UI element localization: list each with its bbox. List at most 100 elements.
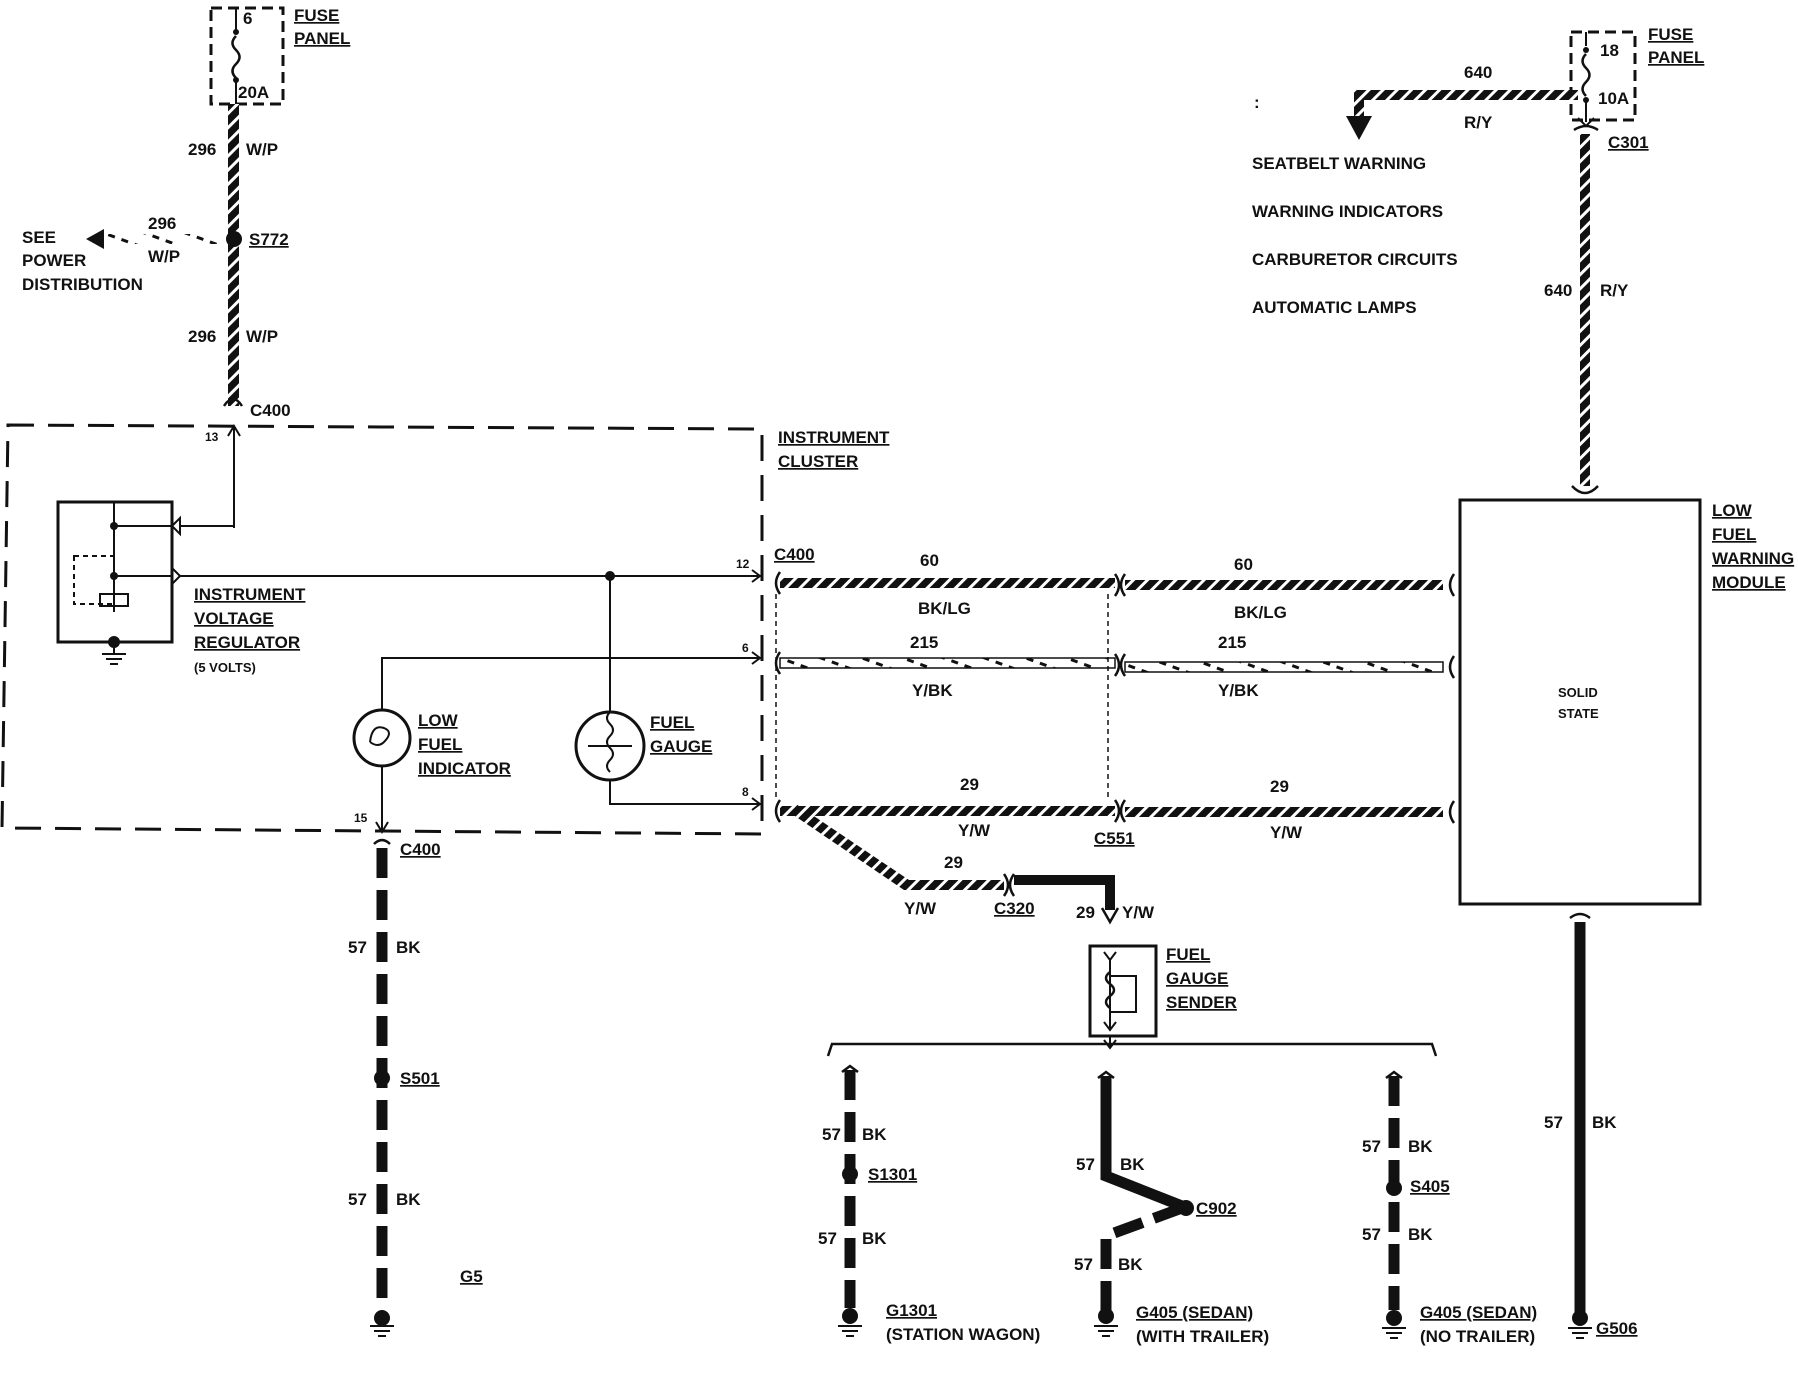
module-label-4: MODULE <box>1712 573 1786 592</box>
ground-circuit-no-trailer <box>1382 1070 1406 1339</box>
wire-296-lower-circuit: 296 <box>188 327 216 346</box>
fuse-left-rating: 20A <box>238 83 269 102</box>
cluster-internal-wiring <box>170 428 762 834</box>
regulator-label-1: INSTRUMENT <box>194 585 306 604</box>
wire-29-sender-color: Y/W <box>1122 903 1155 922</box>
wire-215-left-color: Y/BK <box>912 681 953 700</box>
pin-8: 8 <box>742 785 749 799</box>
ground-g405-with-trailer: G405 (SEDAN) <box>1136 1303 1253 1322</box>
ground-g405-with-trailer-note: (WITH TRAILER) <box>1136 1327 1269 1346</box>
wire-29-branch-color: Y/W <box>904 899 937 918</box>
harness-wires <box>774 571 1456 925</box>
splice-s1301: S1301 <box>868 1165 917 1184</box>
notrailer-ground-upper-color: BK <box>1408 1137 1433 1156</box>
notrailer-ground-lower-circuit: 57 <box>1362 1225 1381 1244</box>
fuse-left-number: 6 <box>243 9 252 28</box>
ground-g405-no-trailer: G405 (SEDAN) <box>1420 1303 1537 1322</box>
wire-60-right-color: BK/LG <box>1234 603 1287 622</box>
notrailer-ground-upper-circuit: 57 <box>1362 1137 1381 1156</box>
pin-12: 12 <box>736 557 750 571</box>
fuel-gauge-label-2: GAUGE <box>650 737 712 756</box>
module-ground-color: BK <box>1592 1113 1617 1132</box>
fuel-gauge-meter <box>574 710 646 782</box>
cluster-ground-lower-circuit: 57 <box>348 1190 367 1209</box>
fuse-panel-right: 18 10A FUSE PANEL <box>1569 25 1704 128</box>
regulator-label-4: (5 VOLTS) <box>194 660 256 675</box>
ground-circuit-with-trailer <box>1094 1070 1194 1337</box>
wire-215-right-circuit: 215 <box>1218 633 1246 652</box>
destination-seatbelt-warning: SEATBELT WARNING <box>1252 154 1426 173</box>
sender-label-1: FUEL <box>1166 945 1210 964</box>
cluster-ground-upper-color: BK <box>396 938 421 957</box>
module-ground-circuit: 57 <box>1544 1113 1563 1132</box>
see-power-1: SEE <box>22 228 56 247</box>
wire-29-right-color: Y/W <box>1270 823 1303 842</box>
ground-g5: G5 <box>460 1267 483 1286</box>
colon-mark: : <box>1254 93 1260 112</box>
sender-ground-bracket <box>826 1042 1438 1057</box>
cluster-label-1: INSTRUMENT <box>778 428 890 447</box>
fuel-gauge-label-1: FUEL <box>650 713 694 732</box>
ground-g405-no-trailer-note: (NO TRAILER) <box>1420 1327 1535 1346</box>
connector-c400-bottom: C400 <box>400 840 441 859</box>
splice-s772: S772 <box>249 230 289 249</box>
ground-g506: G506 <box>1596 1319 1638 1338</box>
wire-296-upper-color: W/P <box>246 140 278 159</box>
wire-60-left-circuit: 60 <box>920 551 939 570</box>
cluster-ground-upper-circuit: 57 <box>348 938 367 957</box>
module-inner-1: SOLID <box>1558 685 1598 700</box>
wire-296-feed <box>86 104 244 528</box>
sender-label-3: SENDER <box>1166 993 1237 1012</box>
fuse-right-number: 18 <box>1600 41 1619 60</box>
splice-s772-dot <box>226 231 242 247</box>
see-power-3: DISTRIBUTION <box>22 275 143 294</box>
wire-29-left-color: Y/W <box>958 821 991 840</box>
wire-640-top-circuit: 640 <box>1464 63 1492 82</box>
fuse-right-label-2: PANEL <box>1648 48 1704 67</box>
trailer-ground-lower-color: BK <box>1118 1255 1143 1274</box>
wire-296-branch-circuit: 296 <box>148 214 176 233</box>
connector-c551: C551 <box>1094 829 1135 848</box>
destination-carburetor-circuits: CARBURETOR CIRCUITS <box>1252 250 1458 269</box>
fuse-right-rating: 10A <box>1598 89 1629 108</box>
module-label-1: LOW <box>1712 501 1753 520</box>
connector-c320: C320 <box>994 899 1035 918</box>
wire-640-vert-color: R/Y <box>1600 281 1629 300</box>
connector-c400-right: C400 <box>774 545 815 564</box>
wire-296-upper-circuit: 296 <box>188 140 216 159</box>
destination-automatic-lamps: AUTOMATIC LAMPS <box>1252 298 1417 317</box>
splice-s405: S405 <box>1410 1177 1450 1196</box>
see-power-2: POWER <box>22 251 86 270</box>
trailer-ground-upper-circuit: 57 <box>1076 1155 1095 1174</box>
wire-60-left-color: BK/LG <box>918 599 971 618</box>
fuse-panel-left: 6 20A FUSE PANEL <box>209 6 350 106</box>
pin-15: 15 <box>354 811 368 825</box>
regulator-label-2: VOLTAGE <box>194 609 274 628</box>
low-fuel-warning-module <box>1458 498 1702 906</box>
low-fuel-indicator-lamp <box>352 708 412 768</box>
wire-60-right-circuit: 60 <box>1234 555 1253 574</box>
low-fuel-indicator-label-3: INDICATOR <box>418 759 511 778</box>
module-inner-2: STATE <box>1558 706 1599 721</box>
wagon-ground-upper-color: BK <box>862 1125 887 1144</box>
instrument-cluster-boundary <box>0 423 764 836</box>
connector-c902: C902 <box>1196 1199 1237 1218</box>
cluster-ground-lower-color: BK <box>396 1190 421 1209</box>
fuse-right-label-1: FUSE <box>1648 25 1693 44</box>
cluster-label-2: CLUSTER <box>778 452 858 471</box>
wagon-ground-lower-circuit: 57 <box>818 1229 837 1248</box>
ground-circuit-cluster <box>370 838 394 1337</box>
low-fuel-indicator-label-1: LOW <box>418 711 459 730</box>
wire-215-left-circuit: 215 <box>910 633 938 652</box>
fuse-left-label-1: FUSE <box>294 6 339 25</box>
wire-640-top-color: R/Y <box>1464 113 1493 132</box>
module-label-3: WARNING <box>1712 549 1794 568</box>
fuel-gauge-sender <box>1088 944 1158 1050</box>
wire-296-branch-color: W/P <box>148 247 180 266</box>
notrailer-ground-lower-color: BK <box>1408 1225 1433 1244</box>
ground-circuit-module <box>1568 912 1592 1339</box>
wire-29-right-circuit: 29 <box>1270 777 1289 796</box>
ground-g1301: G1301 <box>886 1301 937 1320</box>
wire-640-feed <box>1346 90 1599 495</box>
